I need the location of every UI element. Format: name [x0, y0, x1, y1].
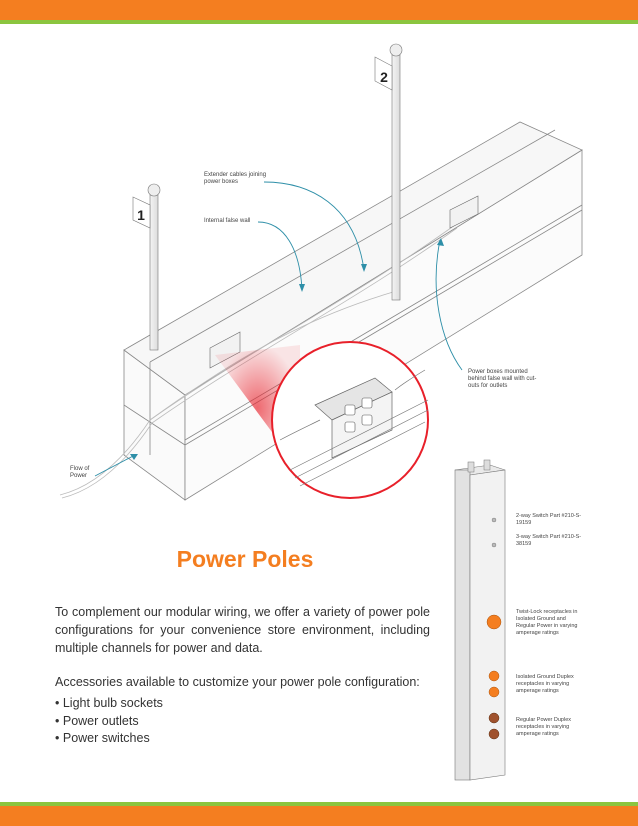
pole-1: 1: [132, 183, 161, 351]
page-title: Power Poles: [176, 546, 314, 572]
label-regular-power: Regular Power Duplex receptacles in vary…: [516, 717, 572, 737]
pole-2: 2: [374, 43, 403, 301]
bottom-green-stripe: [0, 802, 638, 806]
callout-flow-of-power: Flow of Power: [70, 466, 90, 479]
callout-extender-cables: Extender cables joining power boxes: [204, 172, 267, 185]
label-2-way-switch: 2-way Switch Part #210-S-19159: [516, 513, 582, 526]
list-item: Light bulb sockets: [55, 695, 163, 713]
accessories-intro: Accessories available to customize your …: [55, 675, 420, 689]
list-item: Power outlets: [55, 713, 163, 731]
bottom-orange-band: [0, 806, 638, 826]
cables: [59, 224, 458, 499]
arrow-heads: [130, 238, 444, 460]
label-isolated-ground: Isolated Ground Duplex receptacles in va…: [516, 674, 574, 694]
top-green-stripe: [0, 20, 638, 24]
callout-arrows: [94, 181, 463, 477]
callout-power-boxes: Power boxes mounted behind false wall wi…: [468, 369, 537, 389]
power-box-small: [209, 195, 479, 369]
list-item: Power switches: [55, 730, 163, 748]
callout-internal-false-wall: Internal false wall: [204, 218, 251, 224]
label-twist-lock: Twist-Lock receptacles in Isolated Groun…: [516, 609, 578, 636]
top-orange-band: [0, 0, 638, 20]
pole-number-1: 1: [137, 207, 145, 223]
pole-number-2: 2: [380, 69, 388, 85]
power-pole-detail: [454, 459, 506, 781]
intro-paragraph: To complement our modular wiring, we off…: [55, 605, 430, 655]
accessories-list: Light bulb sockets Power outlets Power s…: [55, 695, 163, 748]
label-3-way-switch: 3-way Switch Part #210-S-38159: [516, 534, 582, 547]
magnifier-detail: [271, 341, 429, 499]
